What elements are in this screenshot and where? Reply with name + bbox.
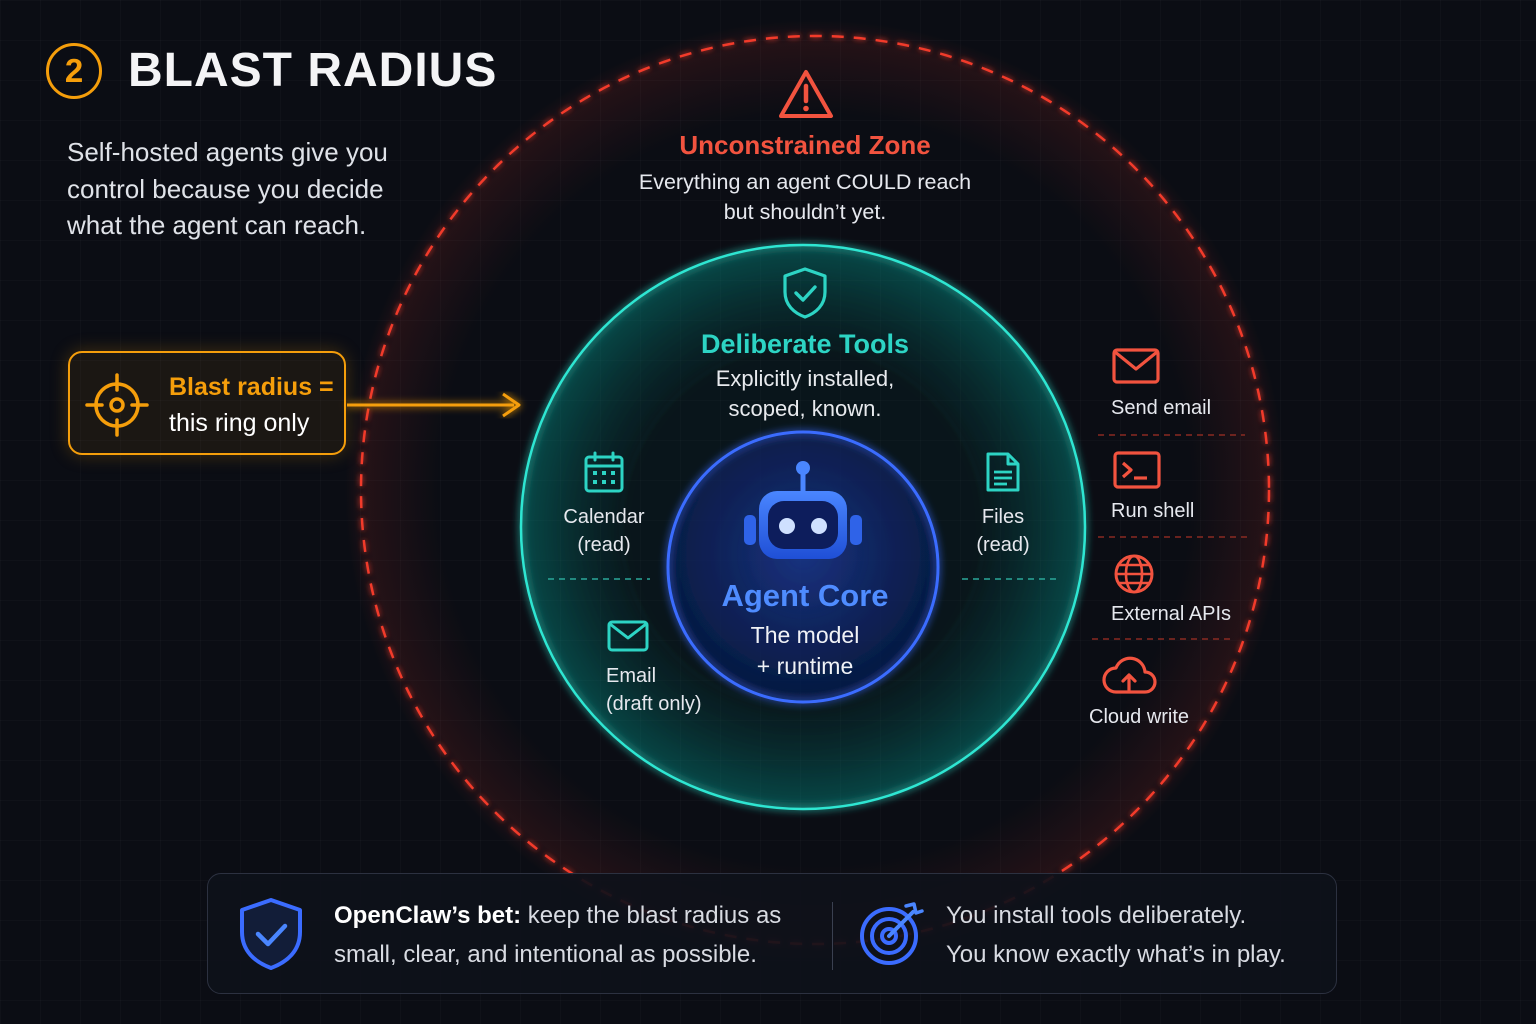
callout-arrow (347, 392, 521, 418)
openclaw-bet-body: keep the blast radius as small, clear, a… (334, 902, 782, 968)
intro-text: Self-hosted agents give you control beca… (67, 137, 388, 240)
agent-core-line-1: The model (750, 622, 860, 648)
agent-core-title: Agent Core (721, 578, 889, 613)
install-line-1: You install tools deliberately. (946, 902, 1247, 929)
unconstrained-zone-description: Everything an agent COULD reach but shou… (639, 167, 971, 227)
shield-check-icon (781, 266, 829, 325)
step-number-badge: 2 (46, 43, 102, 99)
openclaw-bet-text: OpenClaw’s bet: keep the blast radius as… (334, 896, 834, 974)
deliberate-desc-line-1: Explicitly installed, (715, 366, 895, 391)
risk-item-run-shell: Run shell (1111, 500, 1195, 522)
mail-icon (607, 620, 649, 657)
tool-files: Files (read) (976, 503, 1029, 559)
file-icon (985, 451, 1021, 498)
deliberate-desc-line-2: scoped, known. (728, 396, 882, 421)
page-title: BLAST RADIUS (128, 44, 498, 97)
unconstrained-desc-line-2: but shouldn’t yet. (723, 200, 887, 224)
callout-line-2: this ring only (169, 409, 310, 437)
summary-panel: OpenClaw’s bet: keep the blast radius as… (207, 873, 1337, 994)
terminal-icon (1113, 451, 1161, 494)
shield-check-icon (236, 896, 306, 977)
tool-calendar-scope: (read) (577, 534, 631, 556)
blast-radius-callout: Blast radius = this ring only (68, 351, 346, 455)
tool-calendar: Calendar (read) (563, 503, 644, 559)
mail-icon (1112, 348, 1162, 389)
risk-item-external-apis: External APIs (1111, 603, 1232, 625)
globe-icon (1113, 553, 1155, 600)
risk-item-cloud-write: Cloud write (1089, 706, 1190, 728)
tool-email-scope: (draft only) (606, 693, 702, 715)
target-icon (858, 901, 924, 972)
tool-files-name: Files (981, 506, 1025, 528)
tool-calendar-name: Calendar (563, 506, 645, 528)
deliberate-tools-title: Deliberate Tools (700, 329, 910, 359)
agent-core-line-2: + runtime (756, 653, 854, 679)
calendar-icon (584, 451, 624, 498)
deliberate-tools-description: Explicitly installed, scoped, known. (716, 364, 895, 424)
install-deliberately-text: You install tools deliberately. You know… (946, 896, 1326, 974)
callout-line-1: Blast radius = (169, 373, 334, 401)
robot-icon (741, 459, 865, 568)
crosshair-icon (84, 372, 150, 443)
agent-core-description: The model + runtime (751, 620, 860, 682)
unconstrained-zone-title: Unconstrained Zone (679, 130, 931, 160)
panel-divider (832, 902, 833, 970)
install-line-2: You know exactly what’s in play. (946, 941, 1286, 968)
tool-email: Email (draft only) (606, 662, 702, 718)
tool-files-scope: (read) (976, 534, 1030, 556)
openclaw-bet-label: OpenClaw’s bet: (334, 902, 522, 929)
warning-icon (778, 68, 834, 125)
risk-item-send-email: Send email (1111, 397, 1212, 419)
unconstrained-desc-line-1: Everything an agent COULD reach (638, 170, 972, 194)
cloud-upload-icon (1101, 654, 1157, 701)
tool-email-name: Email (606, 665, 657, 687)
core-ring (666, 430, 940, 704)
